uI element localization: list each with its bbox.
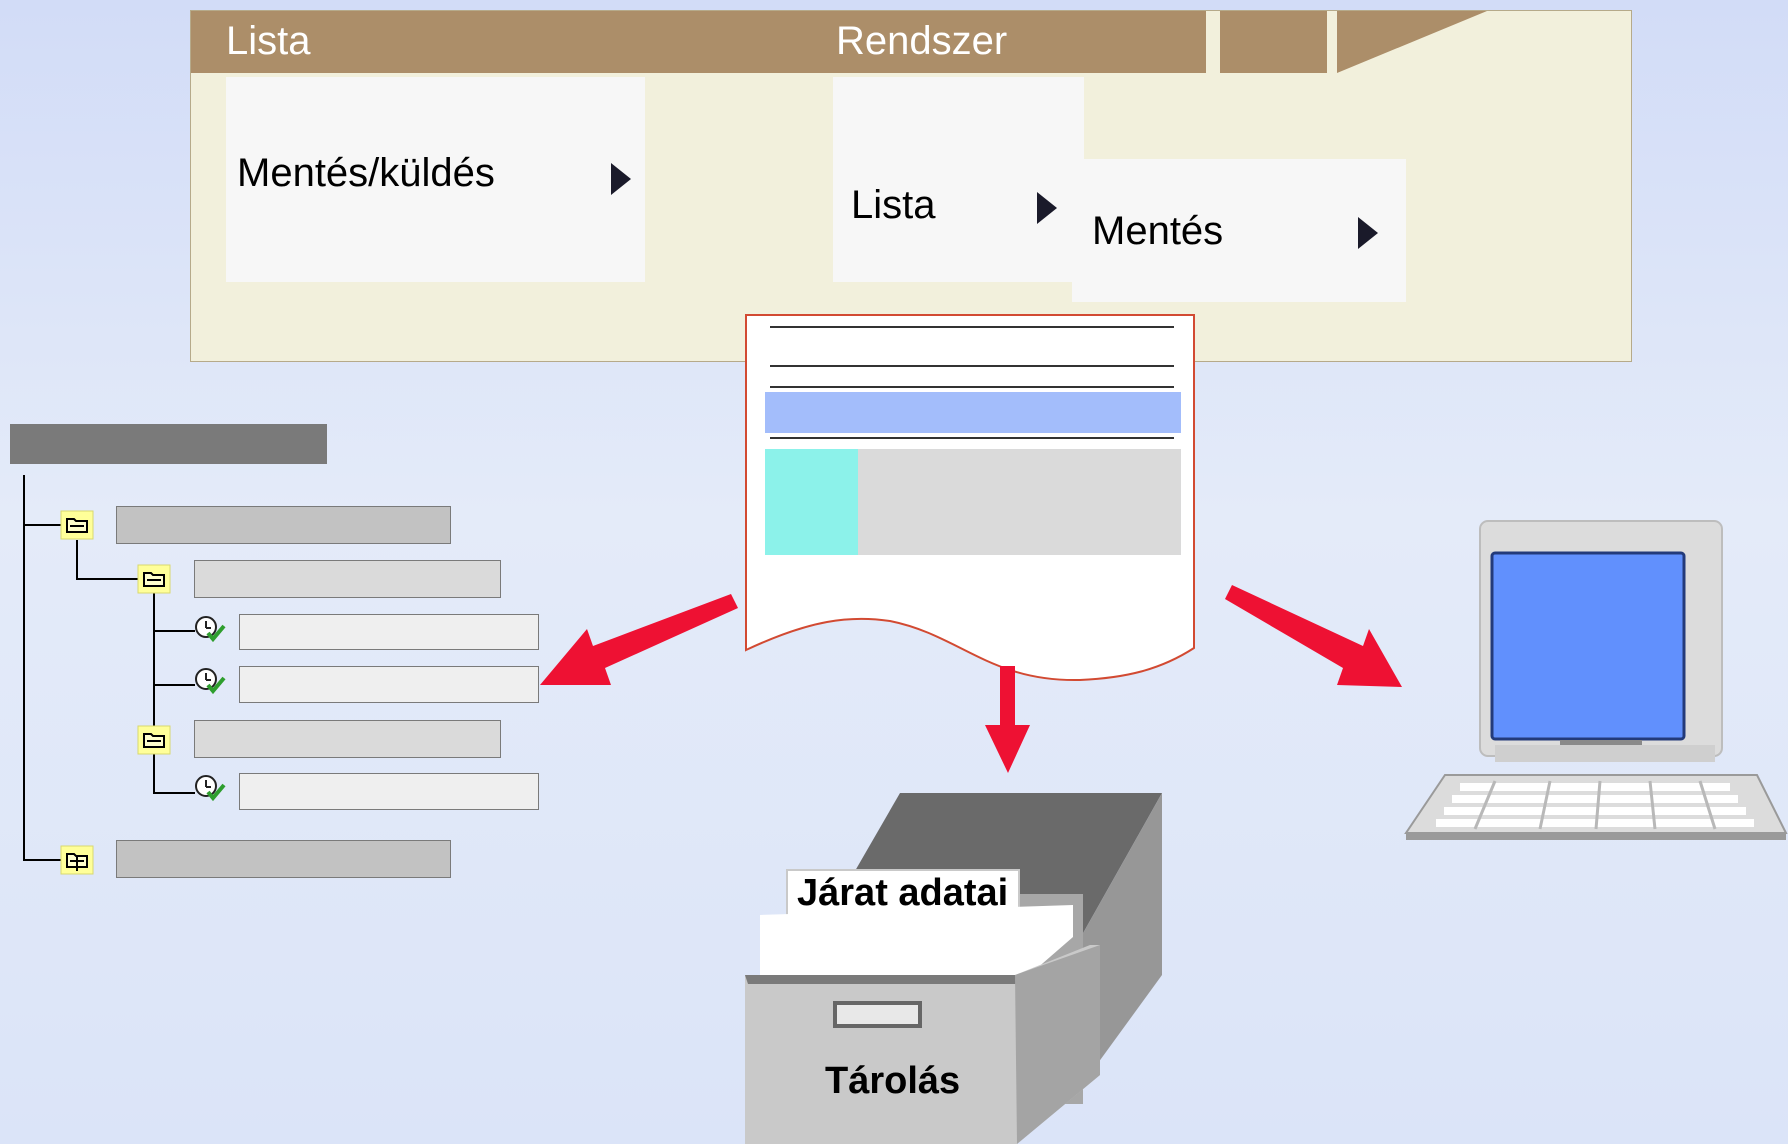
cabinet-drawer-label: Tárolás — [825, 1060, 961, 1102]
flow-arrows — [540, 585, 1402, 773]
menu-bar: Lista Rendszer — [191, 11, 1631, 73]
drawer-handle — [833, 1001, 922, 1028]
menu-title-lista[interactable]: Lista — [226, 19, 311, 63]
cabinet-tab-label: Járat adatai — [797, 872, 1009, 914]
arrow-down-icon — [985, 666, 1030, 773]
report-cyan-cell — [765, 449, 858, 555]
report-document — [745, 314, 1195, 682]
folder-open-icon[interactable] — [137, 725, 171, 755]
submenu-item-label: Lista — [851, 183, 936, 227]
submenu-mentes[interactable]: Mentés — [1072, 159, 1406, 302]
menu-arrow-icon — [1037, 192, 1057, 224]
tree-node-bar[interactable] — [239, 614, 539, 650]
clock-check-icon — [195, 775, 226, 802]
computer-icon — [1404, 520, 1788, 840]
arrow-right-icon — [1225, 585, 1402, 687]
tree-node-bar[interactable] — [239, 773, 539, 810]
clock-check-icon — [195, 616, 226, 643]
tree-node-bar[interactable] — [194, 560, 501, 598]
clock-check-icon — [195, 668, 226, 695]
tree-node-bar[interactable] — [194, 720, 501, 758]
folder-open-icon[interactable] — [137, 564, 171, 594]
menu-arrow-icon — [1358, 217, 1378, 249]
arrow-left-icon — [540, 594, 738, 685]
tree-header — [10, 424, 327, 464]
report-highlight-row — [765, 392, 1181, 433]
file-cabinet — [745, 793, 1162, 1144]
folder-closed-icon[interactable] — [60, 845, 94, 875]
submenu-item-label: Mentés/küldés — [237, 151, 495, 195]
tree-node-bar[interactable] — [116, 840, 451, 878]
tree-view — [0, 420, 560, 890]
menu-arrow-icon — [611, 163, 631, 195]
tree-node-bar[interactable] — [116, 506, 451, 544]
submenu-item-label: Mentés — [1092, 209, 1224, 253]
menu-panel: Lista Rendszer Mentés/küldés Lista Menté… — [190, 10, 1632, 362]
submenu-lista[interactable]: Lista — [833, 77, 1084, 282]
tree-node-bar[interactable] — [239, 666, 539, 703]
menu-title-rendszer[interactable]: Rendszer — [836, 19, 1008, 63]
folder-open-icon[interactable] — [60, 510, 94, 540]
submenu-mentes-kuldes[interactable]: Mentés/küldés — [226, 77, 645, 282]
